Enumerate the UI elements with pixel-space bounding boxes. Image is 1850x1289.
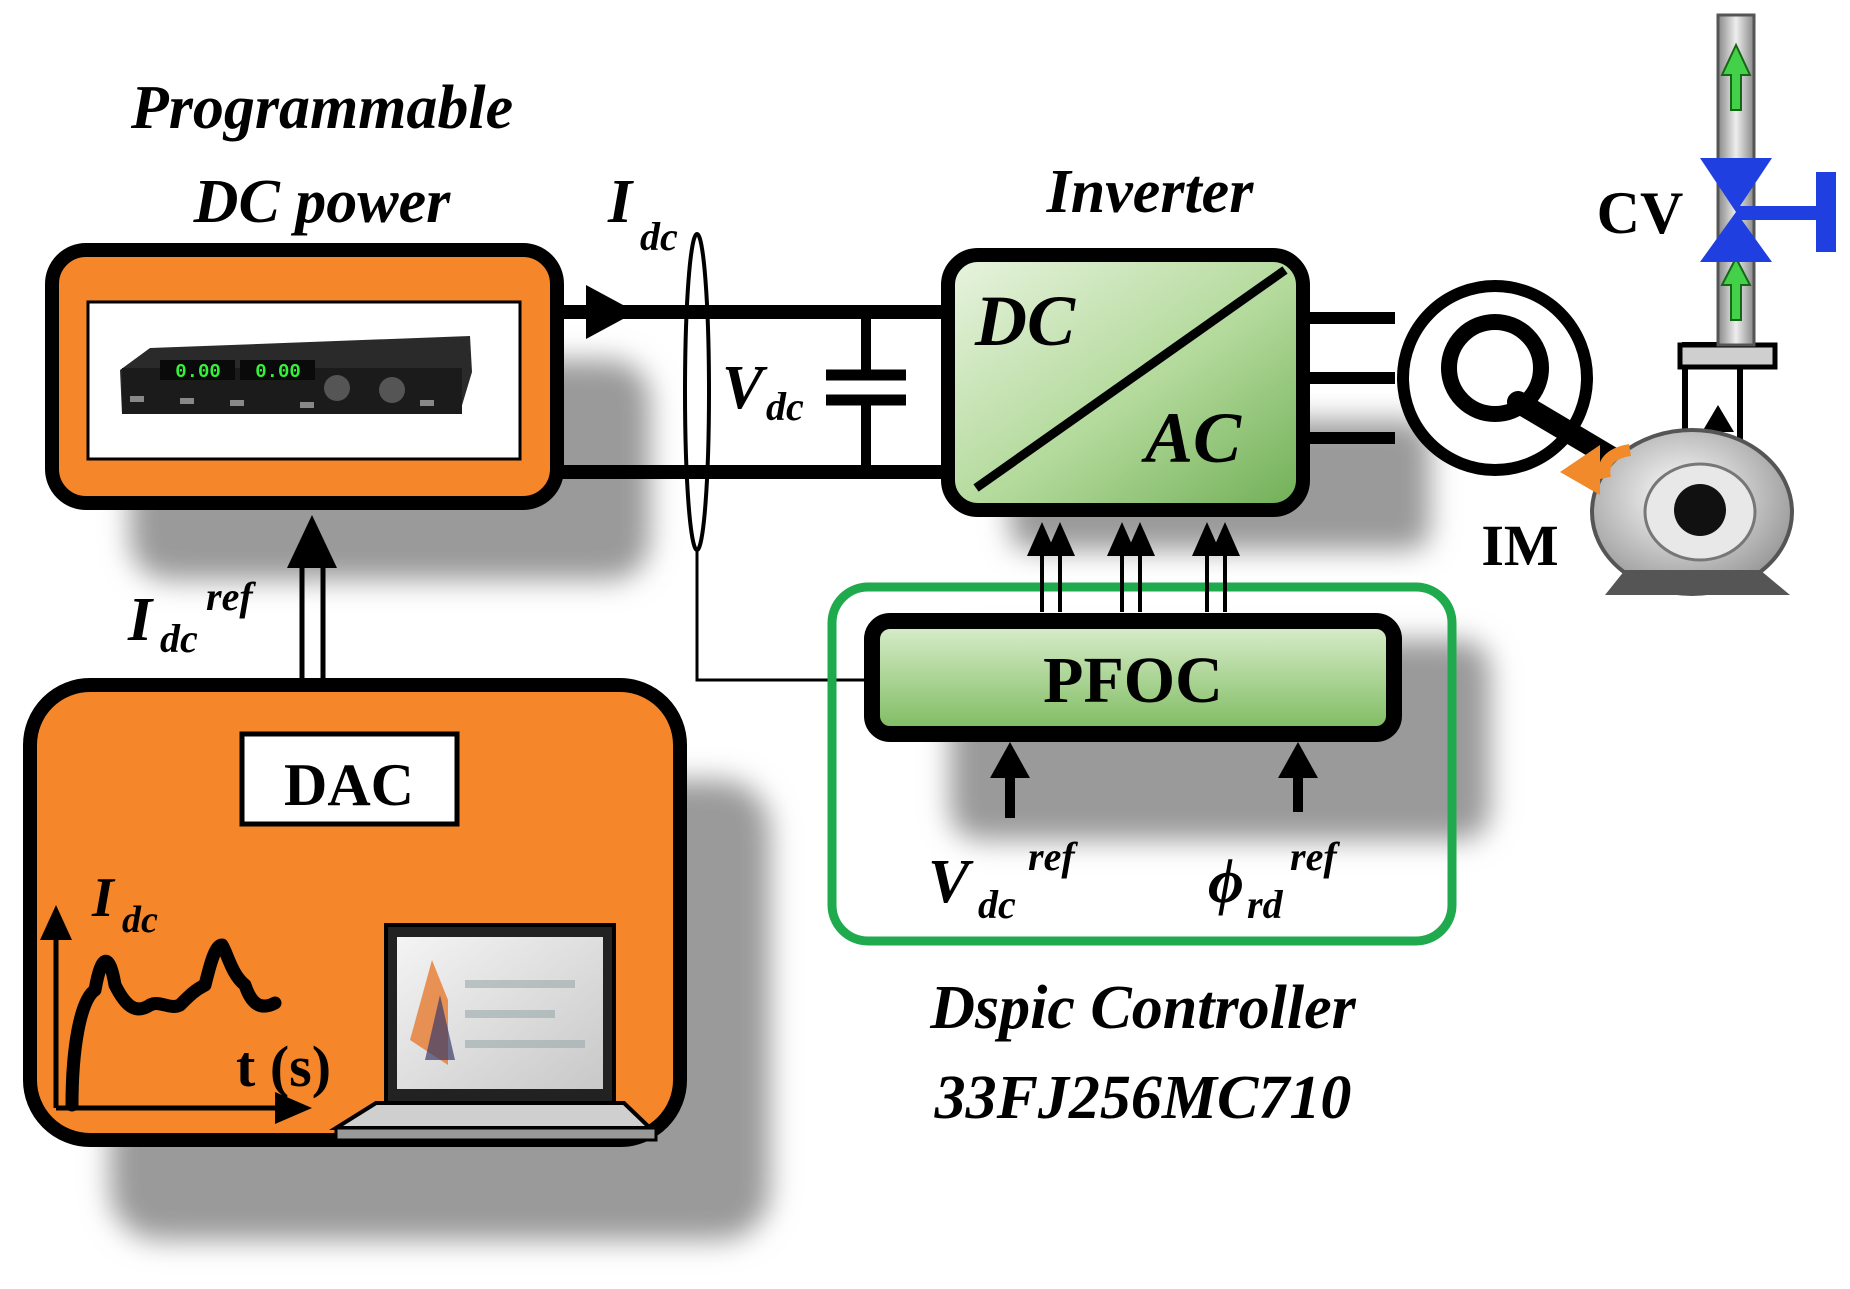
dac-label: DAC	[284, 752, 414, 818]
controller-caption: Dspic Controller 33FJ256MC710	[929, 974, 1356, 1132]
vdc-ref-sub: dc	[978, 882, 1016, 927]
plot-x-label: t (s)	[236, 1034, 331, 1099]
plot-y-sub: dc	[122, 899, 158, 941]
dc-link-capacitor	[826, 312, 906, 472]
idc-ref-sup: ref	[206, 574, 256, 619]
idc-ref-sub: dc	[160, 616, 198, 661]
vdc-ref-sup: ref	[1028, 834, 1078, 879]
inverter-ac-label: AC	[1141, 398, 1242, 478]
controller-line1: Dspic Controller	[929, 974, 1356, 1042]
pfoc-box: PFOC	[864, 613, 1402, 742]
vdc-sub: dc	[766, 384, 804, 429]
display-left: 0.00	[175, 361, 221, 383]
phi-ref-sup: ref	[1290, 834, 1340, 879]
vdc-label: V dc	[722, 354, 804, 429]
induction-motor	[1397, 280, 1711, 521]
idc-ref-label: I dc ref	[127, 574, 256, 661]
reference-input-arrows	[990, 742, 1318, 818]
im-label: IM	[1481, 513, 1558, 578]
laptop-icon	[329, 923, 658, 1142]
pfoc-label: PFOC	[1043, 644, 1223, 717]
current-sensor-loop	[683, 232, 872, 682]
idc-ref-arrow	[287, 515, 337, 685]
inverter-dc-label: DC	[974, 281, 1076, 361]
centrifugal-pump	[1560, 342, 1794, 596]
vdc-ref-label: V dc ref	[928, 834, 1078, 927]
dc-bus-wires	[557, 285, 950, 479]
gate-signal-arrows	[1027, 522, 1240, 612]
cv-label: CV	[1597, 180, 1684, 246]
inverter-box: DC AC	[941, 248, 1310, 517]
idc-profile-plot: I dc t (s)	[40, 867, 331, 1124]
display-right: 0.00	[255, 361, 301, 383]
vdc-main: V	[722, 354, 768, 422]
idc-sub: dc	[640, 214, 678, 259]
idc-top-label: I dc	[607, 168, 678, 259]
controller-line2: 33FJ256MC710	[934, 1064, 1352, 1132]
plot-y-main: I	[91, 867, 116, 929]
dc-power-title-line2: DC power	[193, 168, 452, 236]
pipe-and-control-valve	[1700, 13, 1836, 347]
idc-main: I	[607, 168, 634, 236]
phi-ref-label: ϕ rd ref	[1208, 834, 1340, 927]
vdc-ref-main: V	[928, 848, 974, 916]
phi-ref-sub: rd	[1247, 882, 1284, 927]
dc-power-title: Programmable DC power	[130, 74, 513, 236]
phi-ref-main: ϕ	[1208, 848, 1244, 916]
three-phase-lines	[1303, 312, 1395, 444]
dc-power-title-line1: Programmable	[130, 74, 513, 142]
power-supply-device-image: 0.00 0.00	[120, 336, 472, 414]
idc-ref-main: I	[127, 586, 154, 654]
inverter-title: Inverter	[1046, 158, 1255, 226]
